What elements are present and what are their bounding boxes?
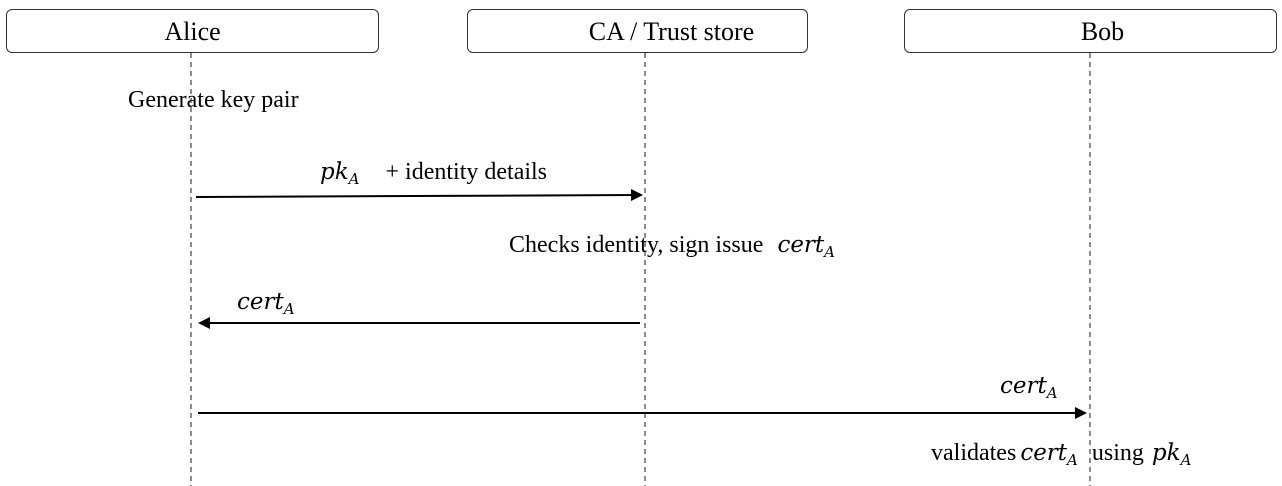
note-checks-identity: Checks identity, sign issue certA [509,231,836,261]
message-cert-return-label: certA [237,288,295,318]
math-subscript: A [283,300,295,318]
math-subscript: A [824,243,836,261]
math-pk-a: pkA [320,159,360,188]
math-symbol: cert [1020,440,1068,466]
message-pk-identity-label: pkA + identity details [320,158,548,188]
actor-bob: Bob [904,9,1277,53]
math-symbol: cert [777,232,825,258]
message-cert-to-bob-label: certA [1000,372,1058,402]
note-generate-key-pair: Generate key pair [128,87,299,113]
math-cert-a: certA [1020,440,1078,469]
actor-alice: Alice [6,9,379,53]
math-subscript: A [348,170,360,188]
actor-ca: CA / Trust store [467,9,808,53]
validates-text: validates [931,440,1017,466]
math-symbol: pk [320,159,349,185]
math-subscript: A [1067,451,1078,469]
math-subscript: A [1180,451,1192,469]
math-symbol: cert [1000,373,1047,399]
using-text: using [1091,440,1144,466]
math-cert-a: certA [777,232,836,261]
arrow-alice-to-ca [195,189,643,202]
actor-ca-label: CA / Trust store [588,17,755,46]
identity-details-text: + identity details [385,159,548,185]
math-cert-a: certA [1000,373,1058,402]
math-pk-a: pkA [1151,440,1192,469]
actor-alice-label: Alice [164,17,221,46]
actor-bob-label: Bob [1080,17,1125,46]
math-symbol: pk [1151,440,1181,466]
checks-identity-text: Checks identity, sign issue [509,232,764,258]
math-subscript: A [1046,384,1058,402]
math-cert-a: certA [237,289,295,318]
math-symbol: cert [237,289,284,315]
